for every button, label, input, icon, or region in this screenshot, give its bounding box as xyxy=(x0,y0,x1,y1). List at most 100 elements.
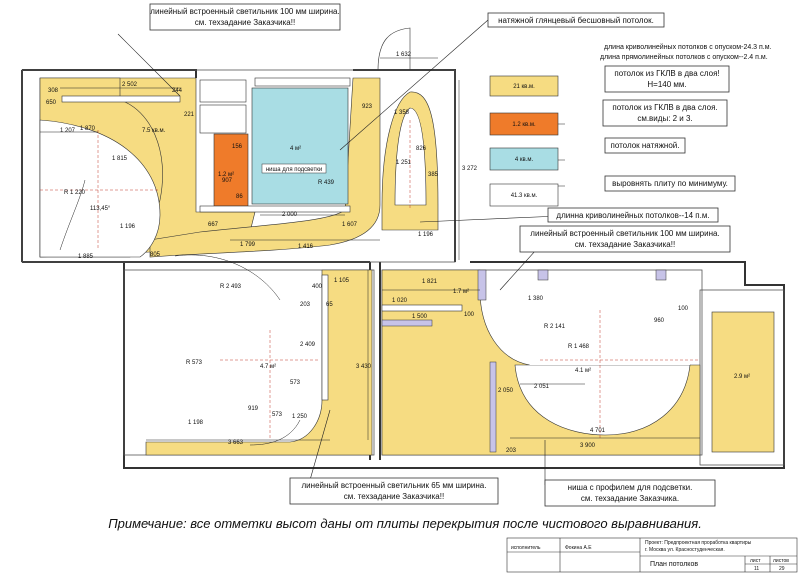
dim-label: 573 xyxy=(272,412,283,418)
area-label: 2.9 м² xyxy=(734,374,750,380)
legend-length-line2: длина прямолинейных потолков с опуском--… xyxy=(600,53,768,61)
dim-label: R 1 220 xyxy=(64,190,86,196)
dimension-lines xyxy=(40,120,700,440)
callout-bottom-center xyxy=(289,477,499,505)
dim-label: 1 380 xyxy=(528,296,544,302)
legend-text-slab-line1: выровнять плиту по минимуму. xyxy=(612,179,728,188)
callout-top-left xyxy=(149,3,341,31)
note-text: Примечание: все отметки высот даны от пл… xyxy=(108,516,702,531)
dim-label: 1 885 xyxy=(78,254,94,260)
white-ellipse-bottom-right xyxy=(514,364,691,436)
dim-label: 1 607 xyxy=(342,222,358,228)
dim-label: 919 xyxy=(248,406,259,412)
callout-bottom-center-line1: линейный встроенный светильник 65 мм шир… xyxy=(302,481,487,490)
callout-curve-length xyxy=(547,207,719,223)
gkl-zone-right xyxy=(711,311,775,453)
lilac-niche-3 xyxy=(655,269,667,281)
dim-label: 1 250 xyxy=(292,414,308,420)
dim-label: 65 xyxy=(326,302,333,308)
sheet-title: План потолков xyxy=(650,561,698,568)
dimension-labels: 2 502 308 650 244 221 1 207 1 870 1 815 … xyxy=(46,52,689,454)
callout-curve-length-text: длинна криволинейных потолков--14 п.м. xyxy=(556,211,709,220)
dim-label: 1 870 xyxy=(80,126,96,132)
legend-swatch-stretch-label: 4 кв.м. xyxy=(515,157,534,163)
callout-top-center-text: натяжной глянцевый бесшовный потолок. xyxy=(498,16,654,25)
role-label: исполнитель xyxy=(511,545,541,551)
dim-label: 2 000 xyxy=(282,212,298,218)
callout-right-mid-line2: см. техзадание Заказчика!! xyxy=(575,240,675,249)
legend-text-gkl xyxy=(604,65,730,93)
dim-label: 3 430 xyxy=(356,364,372,370)
dim-label: 826 xyxy=(416,146,427,152)
leader-lines xyxy=(117,19,565,485)
dim-label: 2 502 xyxy=(122,82,138,88)
legend-swatch-stretch xyxy=(489,147,559,171)
door-arc-top xyxy=(377,27,411,71)
dim-label: 667 xyxy=(208,222,219,228)
legend-length-line1: длина криволинейных потолков с опуском-2… xyxy=(604,43,772,51)
dim-label: R 1 468 xyxy=(568,344,590,350)
dim-label: 156 xyxy=(232,144,243,150)
white-curve-corridor xyxy=(394,107,427,206)
dim-label: 221 xyxy=(184,112,195,118)
dim-label: 385 xyxy=(428,172,439,178)
dim-label: 1 207 xyxy=(60,128,76,134)
callout-bottom-center-line2: см. техзадание Заказчика!! xyxy=(344,492,444,501)
linear-light-left xyxy=(61,95,181,103)
dim-label: 203 xyxy=(506,448,517,454)
kitchen-light-strip xyxy=(199,205,351,213)
dim-label: 2 051 xyxy=(534,384,550,390)
lilac-niche-5 xyxy=(477,269,487,301)
area-label: 1.2 м² xyxy=(218,172,234,178)
niche-label: ниша для подсветки xyxy=(266,167,322,173)
dim-label: 400 xyxy=(312,284,323,290)
legend-text-stretch-line1: потолок натяжной. xyxy=(611,141,680,150)
dim-label: 650 xyxy=(46,100,57,106)
dim-label: 3 663 xyxy=(228,440,244,446)
dim-label: 3 900 xyxy=(580,443,596,449)
kitchen-block-3 xyxy=(254,77,351,87)
callout-bottom-right-line2: см. техзадание Заказчика. xyxy=(581,494,679,503)
dim-label: 1 821 xyxy=(422,279,438,285)
area-label: 1.7 м² xyxy=(453,289,469,295)
white-curve-br2 xyxy=(480,295,690,365)
callout-top-center xyxy=(487,12,665,28)
area-label: 4.1 м² xyxy=(575,368,591,374)
dim-label: R 2 493 xyxy=(220,284,242,290)
dim-label: 907 xyxy=(222,178,233,184)
legend-text-gkl-line1: потолок из ГКЛВ в два слоя! xyxy=(614,69,719,78)
dim-label: 2 050 xyxy=(498,388,514,394)
sheet-header: лист xyxy=(750,558,761,564)
project-line1: Проект: Предпроектная проработка квартир… xyxy=(645,540,752,546)
legend-swatch-orange-label: 1.2 кв.м. xyxy=(512,122,536,128)
dim-label: 1 416 xyxy=(298,244,314,250)
niche-label-box xyxy=(261,163,327,174)
dim-label: 86 xyxy=(236,194,243,200)
dim-label: 1 196 xyxy=(418,232,434,238)
legend-text-stretch xyxy=(604,137,686,154)
dim-label: 1 251 xyxy=(396,160,412,166)
legend-text-orange-line2: см.виды: 2 и 3. xyxy=(637,114,692,123)
area-label: 4 м² xyxy=(290,146,301,152)
callout-right-mid-line1: линейный встроенный светильник 100 мм ши… xyxy=(530,229,719,238)
dim-label: 100 xyxy=(678,306,689,312)
dim-label: 3 272 xyxy=(462,166,478,172)
callout-top-left-line1: линейный встроенный светильник 100 мм ши… xyxy=(150,7,339,16)
sheet-number: 11 xyxy=(754,566,759,572)
lilac-niche-1 xyxy=(489,361,497,453)
lilac-niche-2 xyxy=(537,269,549,281)
legend-swatch-gkl xyxy=(489,75,559,97)
dim-label: 960 xyxy=(654,318,665,324)
dim-label: 1 815 xyxy=(112,156,128,162)
legend-text-orange-line1: потолок из ГКЛВ в два слоя. xyxy=(612,103,717,112)
legend-swatch-slab-label: 41.3 кв.м. xyxy=(511,193,538,199)
dim-label: 1 358 xyxy=(394,110,410,116)
dim-label: 1 632 xyxy=(396,52,412,58)
lilac-niche-4 xyxy=(381,319,433,327)
gkl-zone-bottom-left xyxy=(145,269,373,456)
legend-swatch-slab xyxy=(489,183,559,207)
callout-top-left-line2: см. техзадание Заказчика!! xyxy=(195,18,295,27)
dim-label: 1 020 xyxy=(392,298,408,304)
